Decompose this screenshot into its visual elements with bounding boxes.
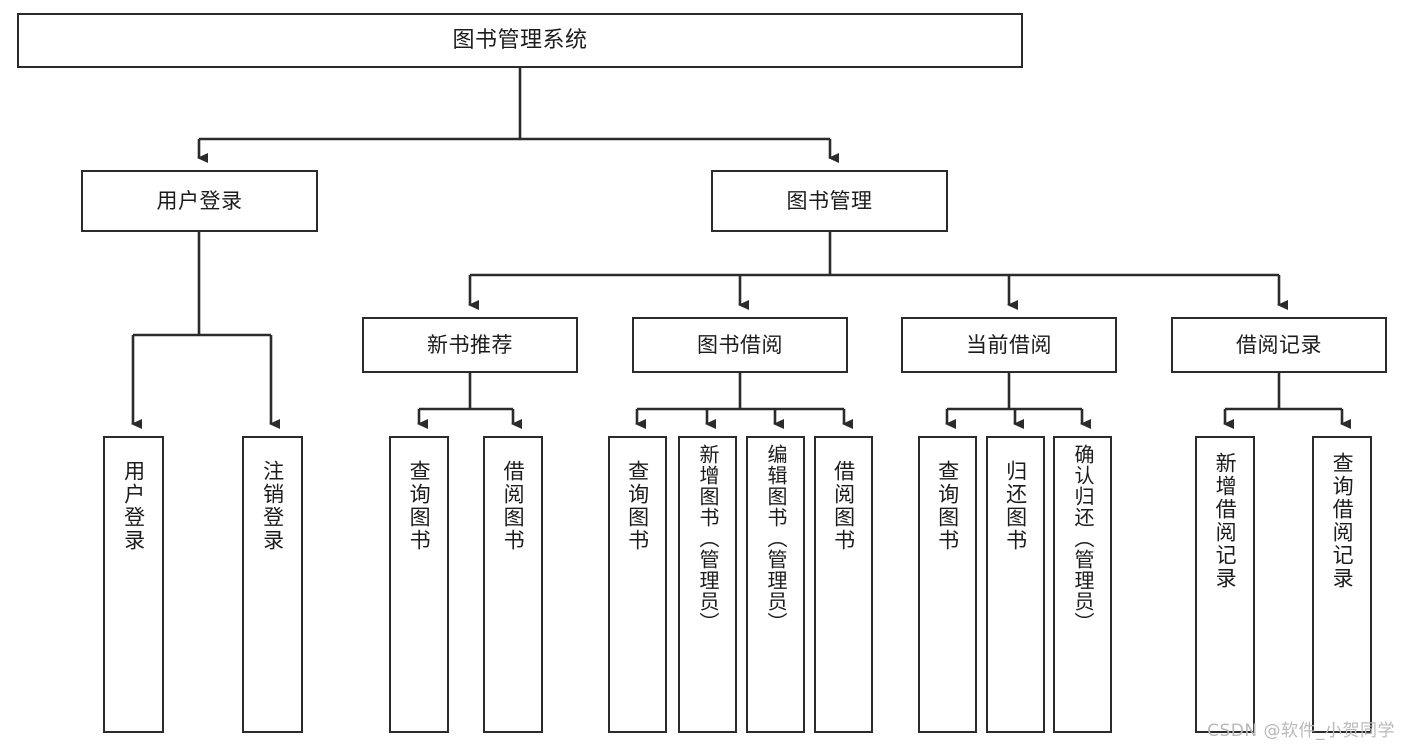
node-leaf-query-book-1[interactable]: 查询图书 [389, 436, 449, 733]
node-leaf-user-login-label: 用户登录 [121, 460, 146, 552]
node-leaf-add-book-label: 新增图书（管理员） [696, 444, 720, 633]
node-user-login-label: 用户登录 [156, 188, 243, 213]
watermark: CSDN @软件_小贺同学 [1207, 721, 1395, 741]
node-book-borrow[interactable]: 图书借阅 [632, 317, 848, 373]
node-leaf-query-book-3-label: 查询图书 [935, 460, 960, 552]
node-borrow-record-label: 借阅记录 [1236, 332, 1322, 357]
node-leaf-query-book-1-label: 查询图书 [407, 460, 432, 552]
node-leaf-confirm-return-label: 确认归还（管理员） [1071, 444, 1095, 633]
node-current-borrow-label: 当前借阅 [966, 332, 1052, 357]
node-book-management[interactable]: 图书管理 [711, 170, 948, 232]
node-leaf-borrow-book-2[interactable]: 借阅图书 [814, 436, 873, 733]
node-leaf-confirm-return[interactable]: 确认归还（管理员） [1053, 436, 1112, 733]
node-user-login[interactable]: 用户登录 [81, 170, 318, 232]
node-leaf-logout[interactable]: 注销登录 [242, 436, 303, 733]
node-leaf-add-book[interactable]: 新增图书（管理员） [678, 436, 737, 733]
node-leaf-query-record-label: 查询借阅记录 [1330, 452, 1355, 590]
node-leaf-query-record[interactable]: 查询借阅记录 [1312, 436, 1372, 733]
node-leaf-logout-label: 注销登录 [260, 460, 285, 552]
node-leaf-return-book-label: 归还图书 [1003, 460, 1028, 552]
node-leaf-query-book-2-label: 查询图书 [625, 460, 650, 552]
node-leaf-query-book-2[interactable]: 查询图书 [608, 436, 667, 733]
node-new-book-recommend-label: 新书推荐 [427, 332, 513, 357]
node-book-management-label: 图书管理 [786, 188, 873, 213]
node-leaf-borrow-book-2-label: 借阅图书 [831, 460, 856, 552]
node-leaf-add-record[interactable]: 新增借阅记录 [1195, 436, 1255, 733]
node-book-borrow-label: 图书借阅 [697, 332, 783, 357]
node-leaf-borrow-book-1[interactable]: 借阅图书 [483, 436, 543, 733]
node-leaf-query-book-3[interactable]: 查询图书 [918, 436, 977, 733]
node-borrow-record[interactable]: 借阅记录 [1171, 317, 1387, 373]
node-leaf-user-login[interactable]: 用户登录 [103, 436, 164, 733]
node-new-book-recommend[interactable]: 新书推荐 [362, 317, 578, 373]
node-leaf-borrow-book-1-label: 借阅图书 [501, 460, 526, 552]
node-leaf-add-record-label: 新增借阅记录 [1213, 452, 1238, 590]
node-root[interactable]: 图书管理系统 [17, 13, 1023, 68]
node-leaf-edit-book[interactable]: 编辑图书（管理员） [746, 436, 805, 733]
node-root-label: 图书管理系统 [452, 27, 588, 53]
node-current-borrow[interactable]: 当前借阅 [901, 317, 1117, 373]
node-leaf-edit-book-label: 编辑图书（管理员） [764, 444, 788, 633]
node-leaf-return-book[interactable]: 归还图书 [986, 436, 1045, 733]
